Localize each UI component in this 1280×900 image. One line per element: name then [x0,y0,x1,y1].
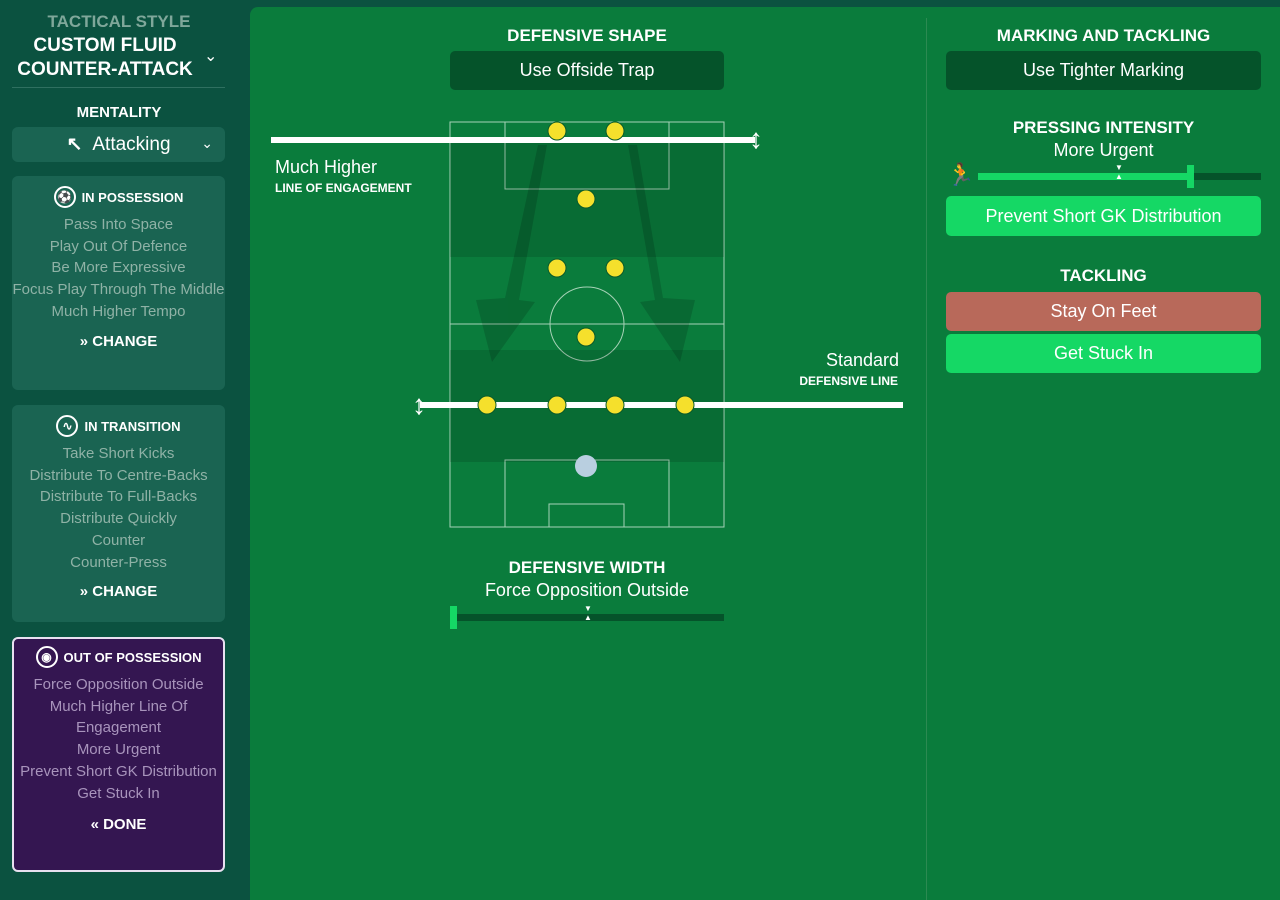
done-button[interactable]: « DONE [90,816,147,834]
done-label: DONE [103,816,147,834]
instruction-item: Distribute Quickly [60,510,177,528]
out-of-possession-card: ◉ OUT OF POSSESSION Force Opposition Outs… [12,637,225,872]
defensive-line-label: DEFENSIVE LINE [799,374,898,388]
defence-icon: ◉ [35,646,58,668]
pitch-lines [449,121,725,528]
default-marker-icon: ▼▲ [584,604,592,622]
defensive-width-title: DEFENSIVE WIDTH [508,558,666,577]
transition-icon: ∿ [56,415,79,437]
change-label: CHANGE [92,332,158,350]
pressing-intensity-value: More Urgent [1053,140,1154,160]
pressing-intensity-title: PRESSING INTENSITY [1012,118,1195,137]
instruction-item: Distribute To Full-Backs [39,488,198,506]
instruction-item: Get Stuck In [77,784,160,802]
instruction-item: Much Higher Tempo [51,302,186,320]
instruction-item: Counter [91,531,146,549]
tighter-marking-button[interactable]: Use Tighter Marking [946,51,1261,90]
instruction-item: Prevent Short GK Distribution [20,762,217,780]
in-transition-change-button[interactable]: » CHANGE [79,583,158,601]
tackling-title: TACKLING [1060,266,1147,285]
divider [12,87,225,88]
marking-tackling-title: MARKING AND TACKLING [996,26,1211,45]
defensive-line-value: Standard [825,350,899,370]
instruction-item: Counter-Press [70,553,167,571]
running-man-icon: 🏃 [947,162,975,187]
instruction-item: Play Out Of Defence [49,237,188,255]
defensive-line-slider[interactable] [420,402,903,408]
ball-icon: ⚽ [53,186,76,208]
chevron-down-icon[interactable]: ⌄ [204,48,218,65]
divider [926,18,927,900]
line-of-engagement-label: LINE OF ENGAGEMENT [275,181,412,195]
player-marker[interactable] [477,395,497,415]
drag-handle-icon: ↕ [412,389,426,420]
in-possession-change-button[interactable]: » CHANGE [79,332,158,350]
defensive-shape-title: DEFENSIVE SHAPE [507,26,667,45]
player-marker[interactable] [675,395,695,415]
instruction-item: Be More Expressive [51,259,186,277]
instruction-item: Take Short Kicks [62,445,175,462]
player-marker[interactable] [547,121,567,141]
sidebar: TACTICAL STYLE CUSTOM FLUID COUNTER-ATTA… [0,0,238,900]
tactical-style-label: TACTICAL STYLE [47,12,191,31]
out-of-possession-title: OUT OF POSSESSION [63,649,202,665]
line-of-engagement-value: Much Higher [275,157,378,177]
instruction-item: Much Higher Line Of Engagement [49,697,188,737]
default-marker-icon: ▼▲ [1115,163,1123,181]
player-marker[interactable] [576,327,596,347]
offside-trap-button[interactable]: Use Offside Trap [450,51,724,90]
instruction-item: Focus Play Through The Middle [12,281,225,299]
drag-handle-icon: ↕ [749,123,763,154]
mentality-dropdown[interactable]: ↖ Attacking ⌄ [12,127,225,162]
player-marker[interactable] [547,395,567,415]
in-transition-title: IN TRANSITION [84,418,181,434]
instruction-item: More Urgent [76,741,161,759]
prevent-short-gk-button[interactable]: Prevent Short GK Distribution [946,196,1261,236]
change-label: CHANGE [92,583,158,601]
pressing-intensity-slider[interactable]: ▼▲ [978,163,1261,188]
chevron-down-icon: ⌄ [201,135,213,151]
instruction-item: Distribute To Centre-Backs [29,466,208,484]
tactical-style-name[interactable]: CUSTOM FLUID COUNTER-ATTACK [17,35,193,80]
in-possession-title: IN POSSESSION [81,189,184,205]
player-marker[interactable] [576,189,596,209]
channel-arrows [476,145,695,362]
player-marker[interactable] [605,258,625,278]
mentality-value: Attacking [92,133,171,155]
main-panel [250,7,1280,900]
player-marker[interactable] [547,258,567,278]
goalkeeper-marker[interactable] [575,455,597,477]
attacking-arrow-icon: ↖ [66,134,83,155]
mentality-label: MENTALITY [76,104,162,121]
player-marker[interactable] [605,395,625,415]
defensive-width-value: Force Opposition Outside [484,580,690,600]
instruction-item: Force Opposition Outside [33,676,204,693]
get-stuck-in-button[interactable]: Get Stuck In [946,334,1261,373]
stay-on-feet-button[interactable]: Stay On Feet [946,292,1261,331]
defensive-width-slider[interactable]: ▼▲ [450,604,724,629]
line-of-engagement-slider[interactable] [271,137,755,143]
instruction-item: Pass Into Space [63,216,174,233]
player-marker[interactable] [605,121,625,141]
